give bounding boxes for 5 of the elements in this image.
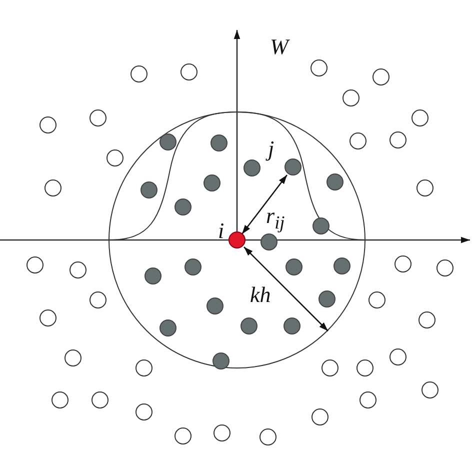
radius-label: kh	[250, 284, 271, 306]
particle-label: i	[218, 220, 224, 242]
kernel-label: W	[270, 36, 288, 58]
particle-label: j	[268, 138, 274, 160]
distance-label: r$_{ij}$	[266, 205, 285, 232]
